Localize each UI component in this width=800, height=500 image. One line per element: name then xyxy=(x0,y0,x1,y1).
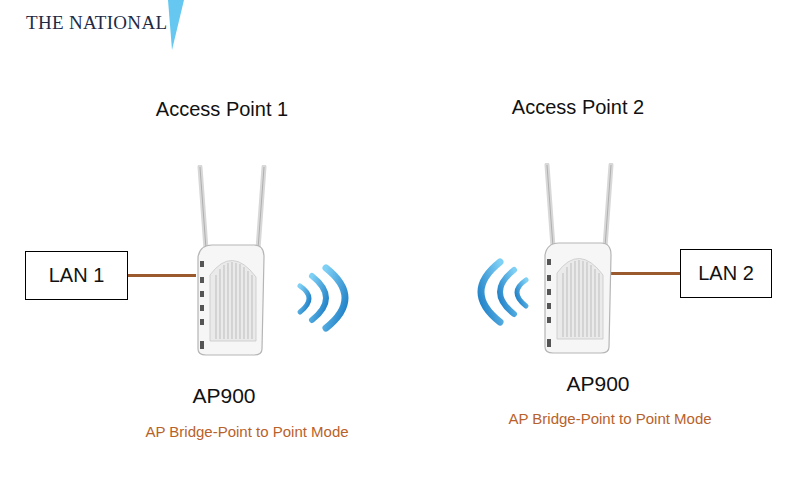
device-title: Access Point 2 xyxy=(512,96,644,119)
lan-box: LAN 1 xyxy=(25,251,128,300)
mode-label: AP Bridge-Point to Point Mode xyxy=(145,423,348,440)
waves-left xyxy=(481,262,526,322)
lan-label: LAN 1 xyxy=(49,264,105,287)
mode-label: AP Bridge-Point to Point Mode xyxy=(508,410,711,427)
access-point: Access Point 1AP900AP Bridge-Point to Po… xyxy=(192,165,268,357)
ethernet-cable xyxy=(611,272,680,275)
ethernet-cable xyxy=(128,274,196,277)
access-point-device xyxy=(539,163,615,355)
access-point: Access Point 2AP900AP Bridge-Point to Po… xyxy=(539,163,615,353)
waves-right xyxy=(300,268,345,328)
device-title: Access Point 1 xyxy=(156,98,288,121)
lan-box: LAN 2 xyxy=(680,249,772,298)
logo-watermark: THE NATIONAL xyxy=(26,12,167,34)
model-name: AP900 xyxy=(192,384,255,408)
lan-label: LAN 2 xyxy=(698,262,754,285)
access-point-device xyxy=(192,165,268,357)
logo-triangle xyxy=(168,0,184,50)
model-name: AP900 xyxy=(566,372,629,396)
